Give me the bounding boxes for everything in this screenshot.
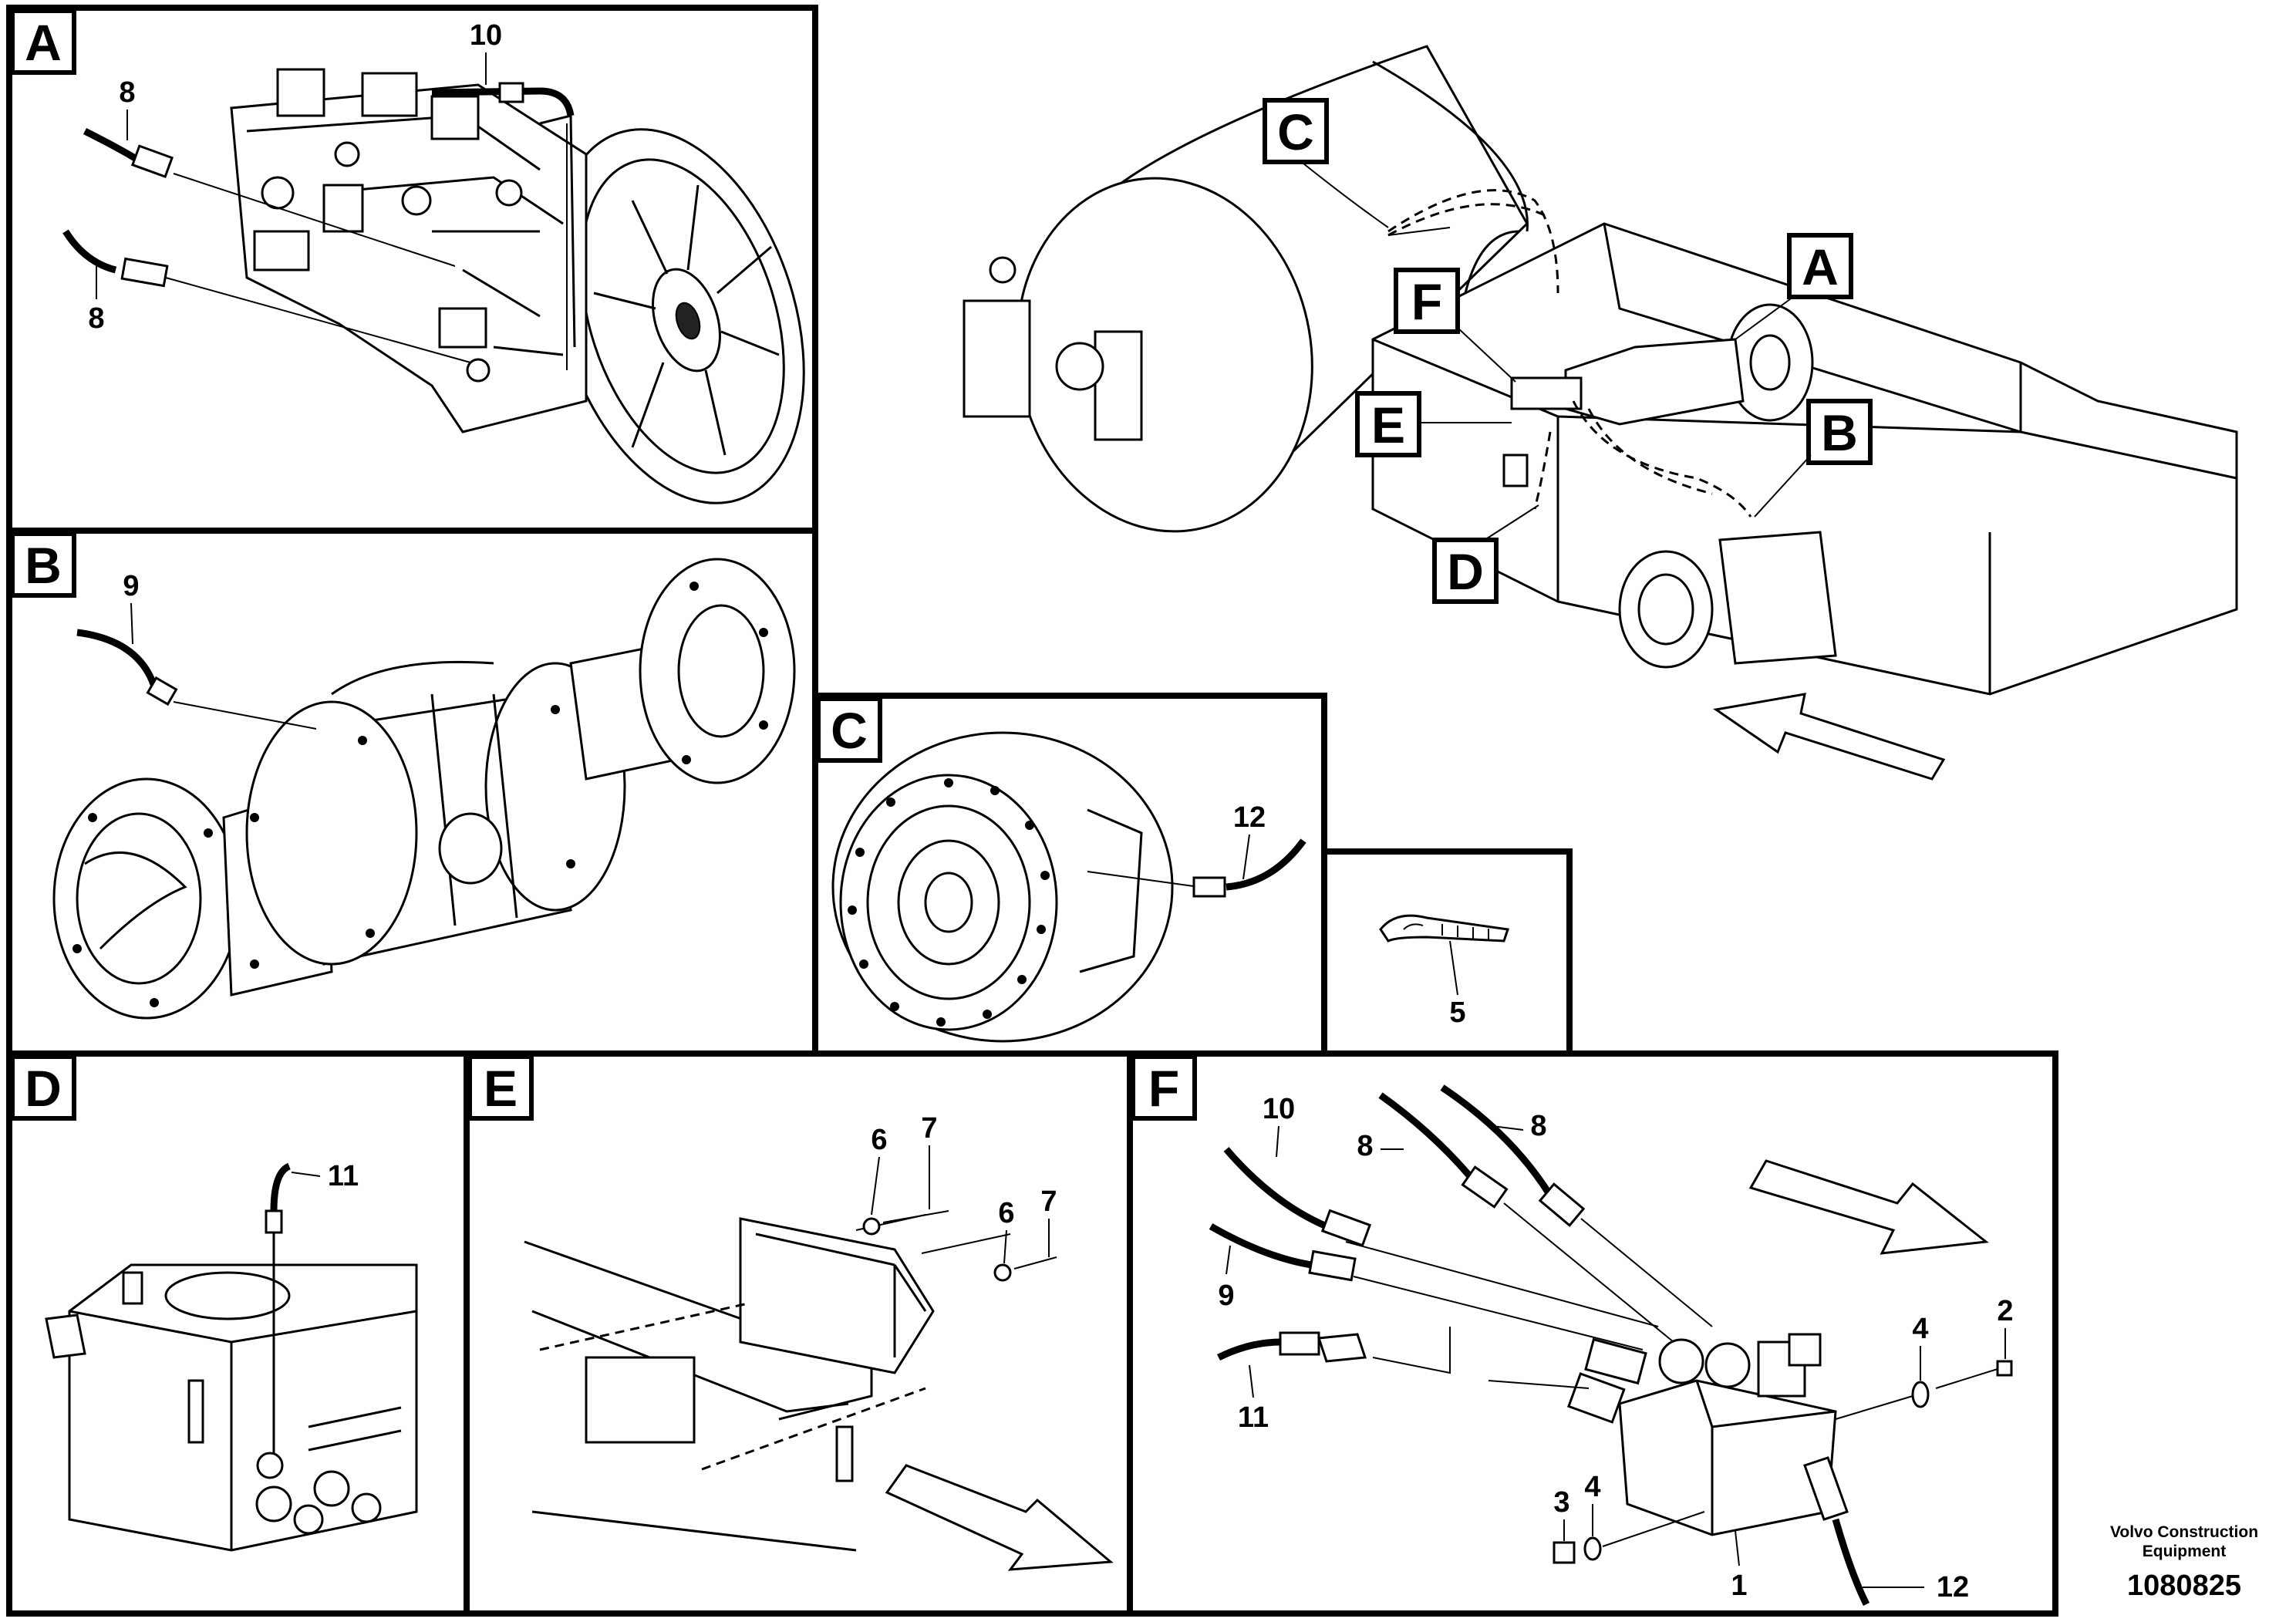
panel-d-tank-drawing [45, 1162, 418, 1552]
panel-a-pump-drawing [62, 68, 805, 504]
callout-e-7-lower: 7 [1040, 1185, 1057, 1218]
callout-a-8-lower: 8 [88, 302, 104, 335]
brand-line-2: Equipment [2143, 1543, 2227, 1560]
panel-c-callouts: 12 [1233, 801, 1266, 880]
panel-d-letter: D [25, 1060, 62, 1117]
direction-arrow-overview [1713, 693, 1946, 781]
overview-label-f: F [1411, 273, 1442, 330]
panel-b-callouts: 9 [123, 570, 140, 645]
panel-frames [6, 5, 2058, 1617]
panel-clip-tie-drawing [1379, 914, 1509, 943]
callout-e-6-lower: 6 [998, 1197, 1014, 1229]
panel-a-letter: A [25, 14, 62, 71]
callout-clip-5: 5 [1449, 996, 1465, 1029]
panel-b-letter: B [25, 537, 62, 594]
panel-d-callouts: 11 [291, 1160, 359, 1192]
callout-f-8-left: 8 [1357, 1130, 1373, 1162]
panel-f-callouts: 10 8 8 9 11 2 4 3 4 1 12 [1218, 1093, 2013, 1603]
panel-f-letter: F [1148, 1060, 1179, 1117]
callout-f-3: 3 [1553, 1486, 1569, 1519]
callout-f-11: 11 [1238, 1401, 1269, 1434]
overview-label-a: A [1802, 238, 1839, 295]
overview-labels: C A F E B D [1263, 98, 1873, 604]
callout-e-6-upper: 6 [871, 1124, 887, 1156]
panel-letters: A B C D E F [10, 8, 1197, 1121]
panel-f-frame [1127, 1050, 2058, 1617]
brand-block: Volvo Construction Equipment 1080825 [2110, 1523, 2258, 1602]
panel-clip-callouts: 5 [1449, 940, 1466, 1029]
callout-f-12: 12 [1937, 1571, 1969, 1603]
brand-line-1: Volvo Construction [2110, 1523, 2258, 1541]
callout-a-10: 10 [470, 19, 502, 52]
callout-f-8-right: 8 [1530, 1110, 1546, 1142]
callout-f-1: 1 [1731, 1570, 1747, 1602]
document-number: 1080825 [2127, 1570, 2241, 1602]
direction-arrow-e [885, 1464, 1114, 1571]
callout-d-11: 11 [328, 1160, 359, 1192]
overview-machine-drawing [963, 45, 2238, 781]
panel-a-callouts: 10 8 8 [88, 19, 502, 335]
overview-label-c: C [1277, 103, 1314, 160]
panel-e-callouts: 6 7 6 7 [871, 1112, 1114, 1571]
panel-c-letter: C [831, 702, 868, 759]
callout-c-12: 12 [1233, 801, 1266, 834]
overview-label-d: D [1447, 543, 1484, 600]
overview-label-b: B [1821, 404, 1858, 461]
panel-e-letter: E [484, 1060, 518, 1117]
callout-f-2: 2 [1997, 1295, 2013, 1327]
panel-b-axle-drawing [52, 558, 796, 1020]
panel-f-valve-drawing [1209, 1084, 2013, 1607]
callout-b-9: 9 [123, 570, 139, 602]
panel-e-bracket-drawing [524, 1210, 1057, 1552]
callout-f-9: 9 [1218, 1280, 1234, 1312]
callout-a-8-upper: 8 [119, 76, 135, 109]
overview-label-e: E [1371, 396, 1405, 454]
panel-c-motor-drawing [831, 731, 1306, 1043]
callout-f-10: 10 [1263, 1093, 1295, 1125]
callout-e-7-upper: 7 [921, 1112, 937, 1145]
panel-clip-frame [1321, 848, 1573, 1057]
callout-f-4-lower: 4 [1584, 1471, 1600, 1503]
direction-arrow-f [1748, 1159, 1989, 1255]
callout-f-4-upper: 4 [1912, 1313, 1928, 1345]
